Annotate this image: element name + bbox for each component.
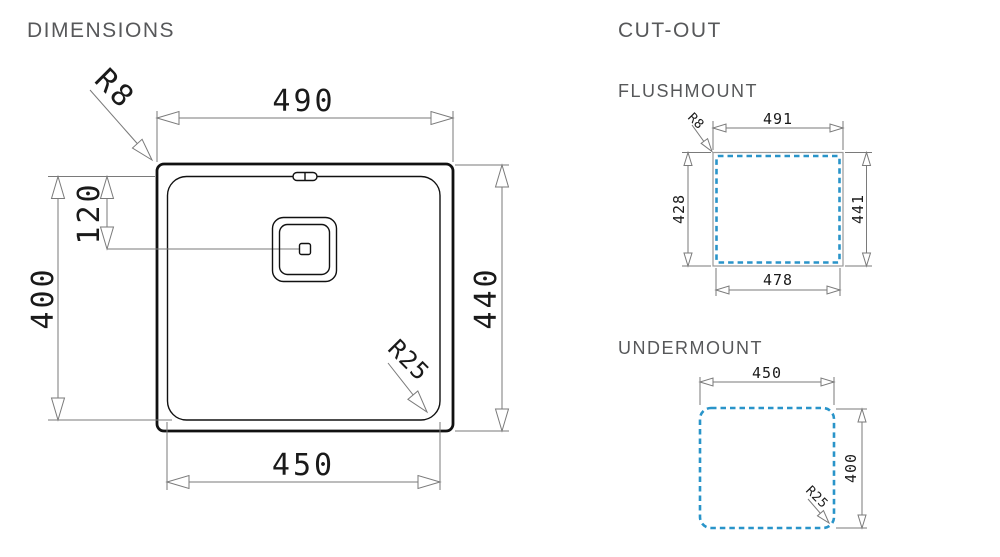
dimensions-title: DIMENSIONS (27, 19, 176, 42)
dim-outer-height-lines (455, 163, 510, 433)
radius-outer-leader (89, 89, 154, 162)
flushmount-width-top-value: 491 (763, 110, 793, 128)
drain-outer-square (271, 216, 338, 283)
radius-outer-value: R8 (87, 62, 142, 117)
dim-bowl-height-value: 400 (26, 266, 61, 329)
undermount-label: UNDERMOUNT (618, 338, 763, 358)
flushmount-dashed-cutline (715, 154, 841, 264)
radius-bowl-leader (387, 362, 429, 414)
flushmount-cutout (712, 151, 844, 267)
dim-overall-width-value: 490 (272, 84, 335, 119)
flushmount-outline (712, 151, 844, 267)
undermount-cutout (698, 406, 836, 530)
dim-drain-offset-lines (48, 174, 304, 251)
flushmount-height-right-value: 441 (849, 194, 867, 224)
dim-bowl-height-lines (48, 174, 172, 422)
undermount-height-right-value: 400 (842, 453, 860, 483)
dim-bowl-width-value: 450 (272, 448, 335, 483)
cutout-title: CUT-OUT (618, 19, 722, 42)
flushmount-radius-value: R8 (684, 110, 706, 132)
dim-overall-width-lines (155, 110, 455, 162)
drain-center-square (298, 242, 312, 256)
dim-bowl-width-lines (165, 422, 442, 490)
sink-outer-edge (155, 162, 455, 433)
undermount-dim-lines (698, 377, 867, 530)
flushmount-width-bottom-value: 478 (763, 271, 793, 289)
undermount-width-top-value: 450 (752, 364, 782, 382)
sink-top-view (155, 162, 455, 433)
dim-outer-height-value: 440 (469, 266, 504, 329)
undermount-radius-value: R25 (802, 483, 830, 511)
flushmount-dim-lines (682, 121, 872, 296)
sink-drain (271, 216, 338, 283)
dim-drain-offset-value: 120 (72, 181, 107, 244)
flushmount-height-left-value: 428 (670, 194, 688, 224)
sink-overflow (292, 171, 318, 182)
undermount-dashed-cutline (698, 406, 836, 530)
flushmount-label: FLUSHMOUNT (618, 81, 758, 101)
drain-inner-square (278, 223, 331, 276)
